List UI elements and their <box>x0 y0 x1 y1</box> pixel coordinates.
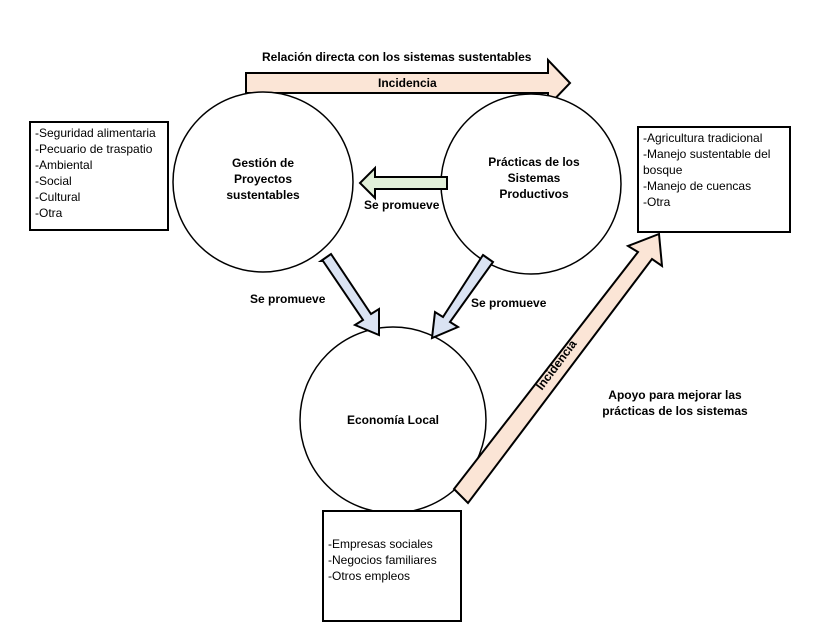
promueve-right-label: Se promueve <box>471 296 547 310</box>
economia-label: Economía Local <box>333 412 453 428</box>
promueve-left-label: Se promueve <box>250 292 326 306</box>
right-list-box: -Agricultura tradicional -Manejo sustent… <box>637 126 791 233</box>
left-list-item: -Ambiental <box>35 158 93 172</box>
right-list-item: -Manejo sustentable del <box>643 147 771 161</box>
economia-line: Economía Local <box>346 413 440 427</box>
practicas-line: Productivos <box>499 187 569 201</box>
incidencia-top-label: Incidencia <box>378 76 437 90</box>
left-list-item: -Otra <box>35 206 63 220</box>
left-list-item: -Seguridad alimentaria <box>35 126 156 140</box>
promueve-gestion-economia-arrow <box>317 252 380 337</box>
incidencia-top-arrow <box>245 57 572 109</box>
practicas-line: Prácticas de los <box>488 155 580 169</box>
left-list-item: -Cultural <box>35 190 81 204</box>
left-list-item: -Pecuario de traspatio <box>35 142 153 156</box>
bottom-list-item: -Empresas sociales <box>328 537 433 551</box>
promueve-left-arrow <box>358 165 448 201</box>
support-caption-line: Apoyo para mejorar las <box>608 388 742 402</box>
incidencia-diagonal-arrow <box>452 232 664 505</box>
top-caption: Relación directa con los sistemas susten… <box>262 50 532 64</box>
gestion-label: Gestión de Proyectos sustentables <box>203 155 323 203</box>
bottom-list-box: -Empresas sociales -Negocios familiares … <box>322 510 462 622</box>
practicas-label: Prácticas de los Sistemas Productivos <box>474 154 594 202</box>
right-list-item: bosque <box>643 163 683 177</box>
practicas-line: Sistemas <box>507 171 561 185</box>
right-list-item: -Manejo de cuencas <box>643 179 752 193</box>
bottom-list-item: -Otros empleos <box>328 569 411 583</box>
right-list-item: -Otra <box>643 195 671 209</box>
support-caption-line: prácticas de los sistemas <box>602 404 748 418</box>
promueve-middle-label: Se promueve <box>364 198 440 212</box>
right-list-item: -Agricultura tradicional <box>643 131 763 145</box>
support-caption: Apoyo para mejorar las prácticas de los … <box>590 387 760 419</box>
left-list-item: -Social <box>35 174 72 188</box>
gestion-circle <box>172 91 354 273</box>
gestion-line: sustentables <box>226 188 300 202</box>
bottom-list-item: -Negocios familiares <box>328 553 437 567</box>
gestion-line: Gestión de <box>231 156 294 170</box>
promueve-practicas-economia-arrow <box>430 253 495 340</box>
gestion-line: Proyectos <box>233 172 293 186</box>
left-list-box: -Seguridad alimentaria -Pecuario de tras… <box>29 121 169 231</box>
